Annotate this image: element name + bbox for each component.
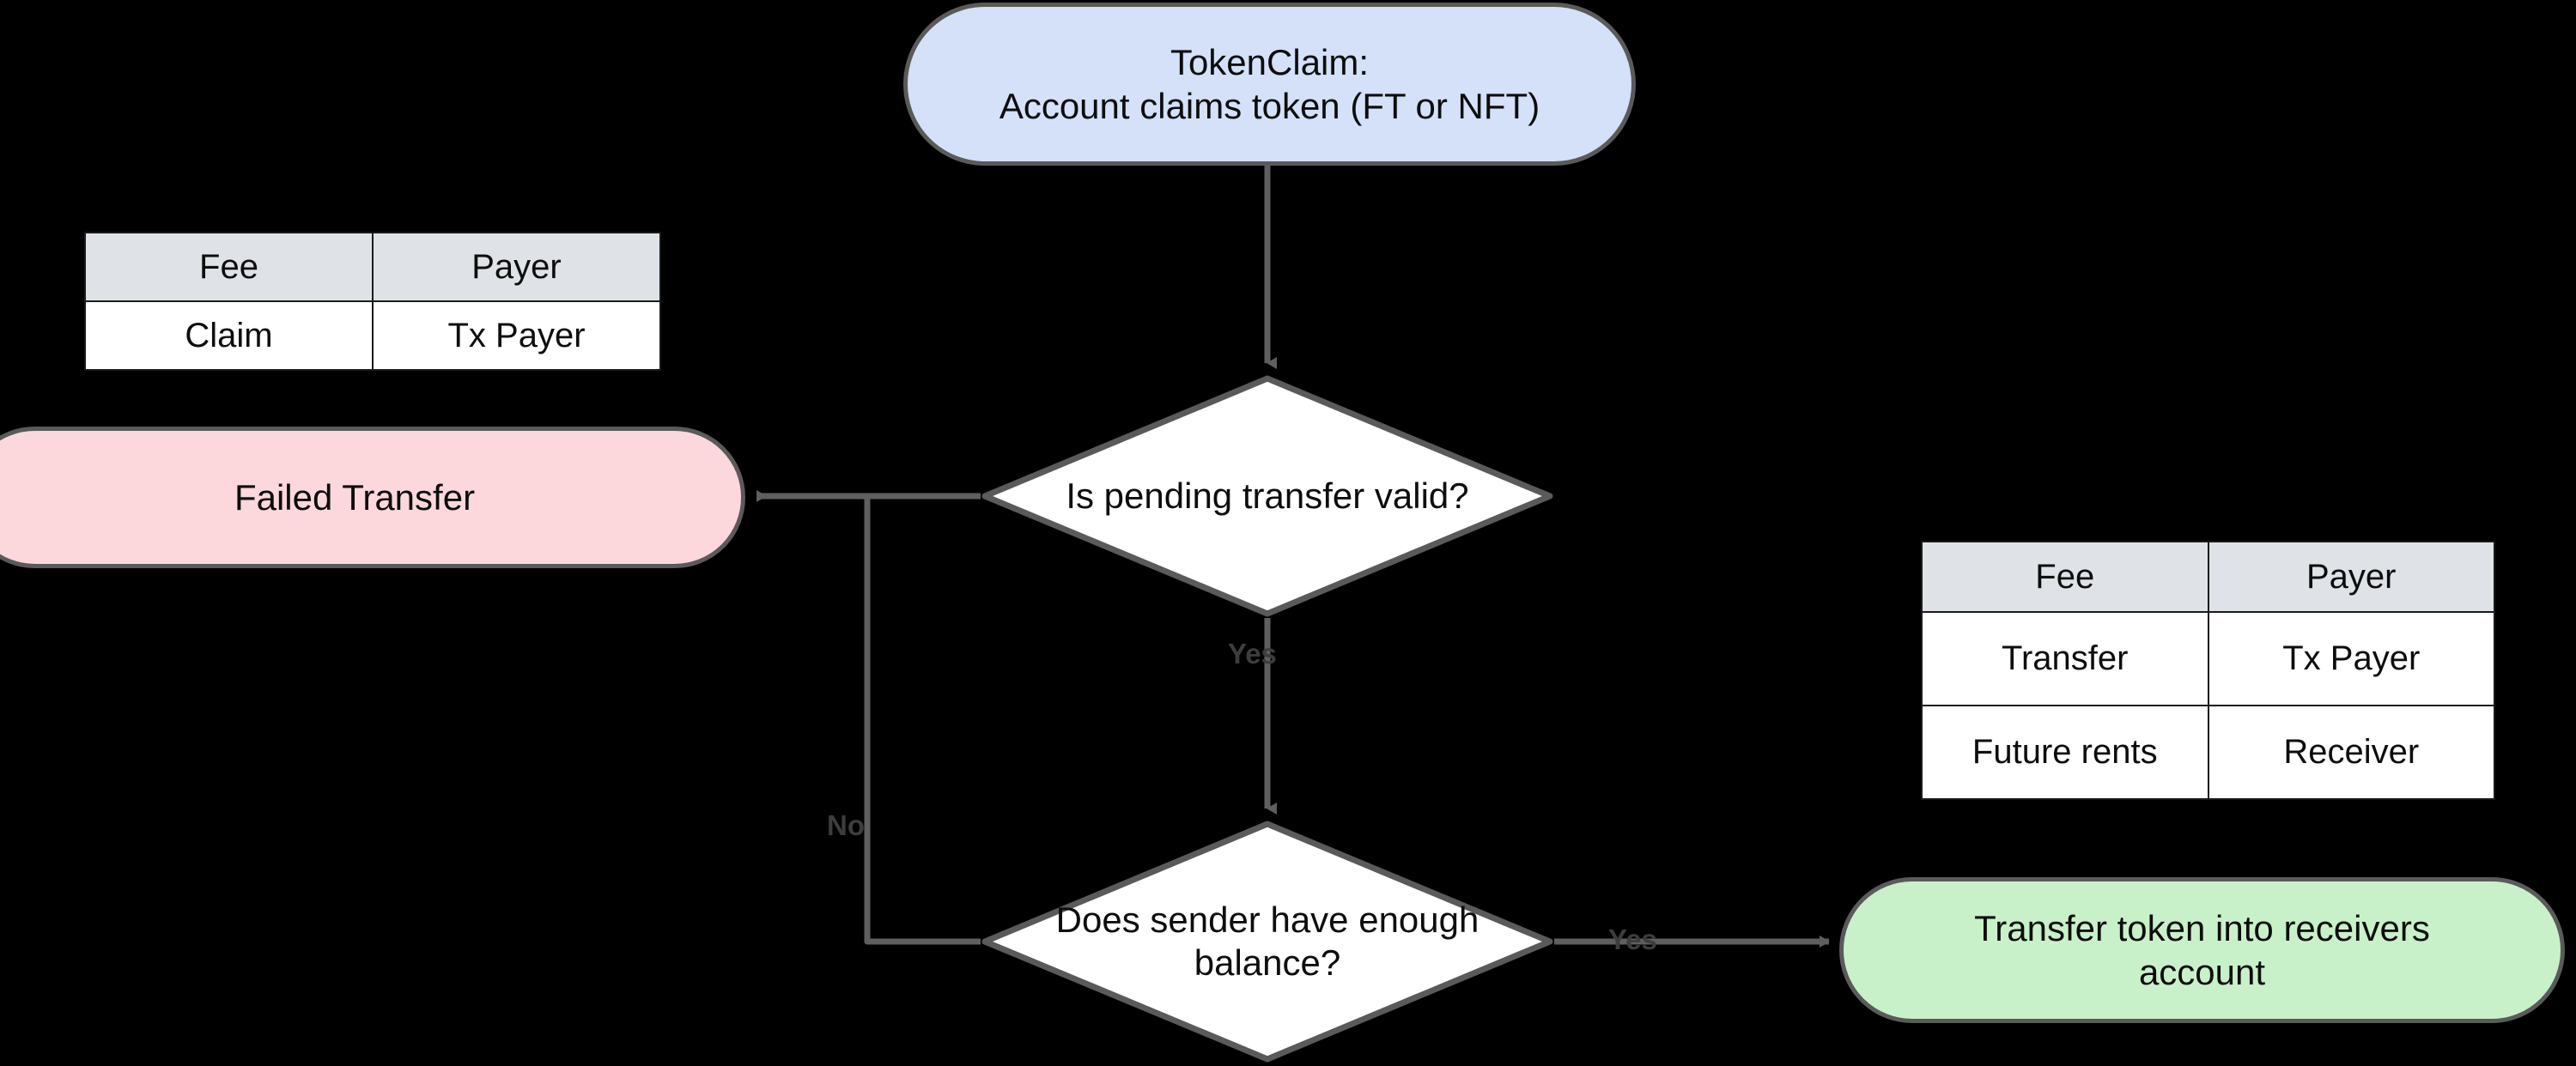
edge-label-yes-balance: Yes <box>1608 924 1657 955</box>
node-pending-transfer-valid[interactable]: Is pending transfer valid? <box>981 374 1554 618</box>
table-transfer-fee: Fee Payer Transfer Tx Payer Future rents… <box>1921 541 2495 800</box>
node-token-claim[interactable]: TokenClaim: Account claims token (FT or … <box>903 3 1636 166</box>
edge-label-no-balance: No <box>827 809 865 841</box>
node-transfer-token-line1: Transfer token into receivers <box>1974 907 2430 948</box>
table-transfer-fee-cell-payer-0: Tx Payer <box>2207 611 2495 706</box>
edge-balance-no-to-failedtransfer <box>863 493 981 945</box>
table-claim-fee-cell-payer: Tx Payer <box>372 300 661 371</box>
diamond-shape-enough-balance <box>981 821 1553 1063</box>
table-row-header: Fee Payer <box>84 232 661 302</box>
table-transfer-fee-header-payer: Payer <box>2207 541 2495 613</box>
node-transfer-token-line2: account <box>2138 952 2266 992</box>
table-row: Claim Tx Payer <box>84 300 661 371</box>
table-claim-fee-cell-fee: Claim <box>84 300 374 371</box>
table-claim-fee: Fee Payer Claim Tx Payer <box>84 232 661 371</box>
table-row: Future rents Receiver <box>1921 705 2495 800</box>
node-sender-enough-balance[interactable]: Does sender have enough balance? <box>981 820 1554 1063</box>
node-token-claim-line2: Account claims token (FT or NFT) <box>999 86 1540 126</box>
table-transfer-fee-cell-payer-1: Receiver <box>2207 705 2495 800</box>
diamond-shape-pending-valid <box>981 375 1553 617</box>
node-token-claim-line1: TokenClaim: <box>1170 41 1370 82</box>
table-row-header: Fee Payer <box>1921 541 2495 613</box>
table-claim-fee-header-payer: Payer <box>372 232 661 302</box>
node-transfer-token[interactable]: Transfer token into receivers account <box>1839 877 2565 1023</box>
node-failed-transfer-label: Failed Transfer <box>234 476 476 518</box>
table-claim-fee-header-fee: Fee <box>84 232 374 302</box>
table-transfer-fee-cell-fee-0: Transfer <box>1921 611 2209 706</box>
node-failed-transfer[interactable]: Failed Transfer <box>0 427 745 568</box>
table-row: Transfer Tx Payer <box>1921 611 2495 706</box>
table-transfer-fee-header-fee: Fee <box>1921 541 2209 613</box>
table-transfer-fee-cell-fee-1: Future rents <box>1921 705 2209 800</box>
edge-label-yes-pending-valid: Yes <box>1228 638 1277 669</box>
